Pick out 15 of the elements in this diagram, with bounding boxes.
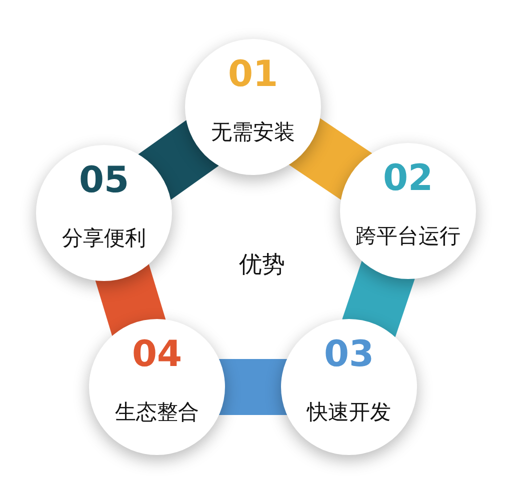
step-label: 生态整合 xyxy=(115,399,199,425)
connector-band xyxy=(288,118,372,200)
step-number: 04 xyxy=(132,335,182,375)
step-label: 分享便利 xyxy=(62,225,146,251)
step-number: 03 xyxy=(324,335,374,375)
step-label: 快速开发 xyxy=(307,399,391,425)
step-label: 跨平台运行 xyxy=(356,223,460,249)
step-label: 无需安装 xyxy=(211,119,295,145)
step-number: 05 xyxy=(78,161,130,201)
connector-band xyxy=(95,264,166,336)
step-number: 01 xyxy=(228,55,278,95)
step-number: 02 xyxy=(382,159,434,199)
center-label: 优势 xyxy=(239,251,285,279)
connector-band xyxy=(342,260,415,338)
connector-band xyxy=(219,359,287,415)
